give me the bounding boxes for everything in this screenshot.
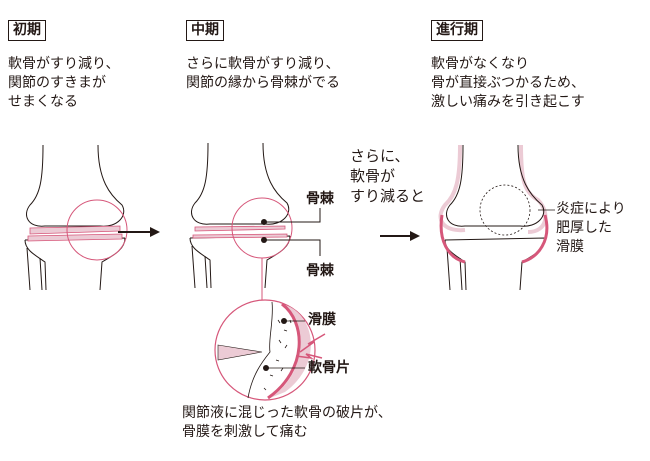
knee-advanced-stage <box>438 144 555 291</box>
label-cartilage-fragment: 軟骨片 <box>308 360 350 376</box>
label-osteophyte-upper: 骨棘 <box>306 191 334 207</box>
arrow-right-icon <box>380 231 420 241</box>
stage-label-advanced: 進行期 <box>431 20 483 41</box>
knee-early-stage <box>24 144 128 291</box>
caption: 関節液に混じった軟骨の破片が、 骨膜を刺激して痛む <box>182 405 392 440</box>
arrow-right-icon <box>118 227 160 237</box>
stage-label-early: 初期 <box>8 20 46 41</box>
label-synovium: 滑膜 <box>308 312 336 328</box>
stage-description-advanced: 軟骨がなくなり 骨が直接ぶつかるため、 激しい痛みを引き起こす <box>431 56 585 110</box>
label-osteophyte-lower: 骨棘 <box>306 263 334 279</box>
stage-description-middle: さらに軟骨がすり減り、 関節の縁から骨棘がでる <box>186 56 340 91</box>
synovium-detail-magnified <box>214 299 326 401</box>
stage-description-early: 軟骨がすり減り、 関節のすきまが せまくなる <box>8 56 120 110</box>
stage-label-middle: 中期 <box>186 20 224 41</box>
label-transition: さらに、 軟骨が すり減ると <box>350 147 426 205</box>
knee-middle-stage <box>189 142 293 289</box>
label-inflamed-synovium: 炎症により 肥厚した 滑膜 <box>556 201 626 255</box>
